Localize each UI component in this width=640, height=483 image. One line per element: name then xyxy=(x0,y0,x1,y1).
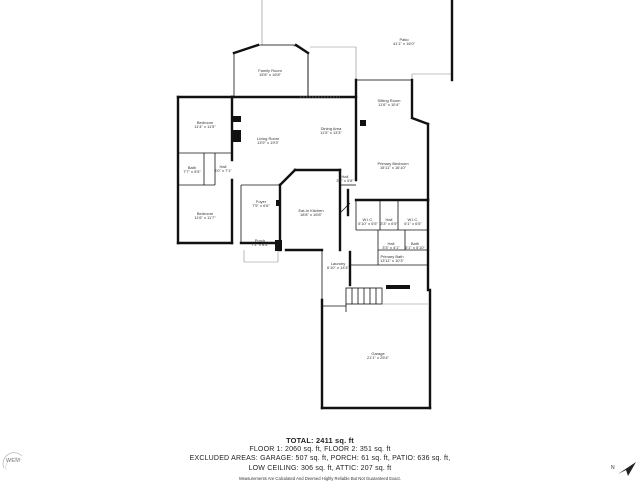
room-dims-bath-2: 5'1" x 5'10" xyxy=(405,245,425,250)
room-dims-eat-in-kitchen: 18'8" x 16'8" xyxy=(300,212,323,217)
room-name-bedroom-1: Bedroom xyxy=(197,120,214,125)
room-dims-laundry: 6'10" x 14'4" xyxy=(327,265,350,270)
room-dims-hall-4: 3'3" x 4'1" xyxy=(382,245,400,250)
room-name-eat-in-kitchen: Eat-In Kitchen xyxy=(298,208,323,213)
room-dims-hall-1: 3'0" x 7'1" xyxy=(214,168,232,173)
floor-areas: FLOOR 1: 2060 sq. ft, FLOOR 2: 351 sq. f… xyxy=(249,446,391,454)
room-dims-foyer: 7'5" x 6'6" xyxy=(252,203,270,208)
room-name-hall-2: Hall xyxy=(342,174,349,179)
room-dims-dining-area: 11'5" x 13'3" xyxy=(320,130,342,135)
room-dims-living-room: 13'9" x 19'3" xyxy=(257,140,280,145)
total-area: TOTAL: 2411 sq. ft xyxy=(286,436,354,445)
room-dims-wic-2: 6'1" x 6'5" xyxy=(404,221,422,226)
room-name-wic-2: W.I.C. xyxy=(408,217,419,222)
room-name-hall-4: Hall xyxy=(388,241,395,246)
room-name-family-room: Family Room xyxy=(258,68,282,73)
room-name-primary-bath: Primary Bath xyxy=(380,254,403,259)
primary-suite-walls xyxy=(348,78,430,292)
room-dims-sitting-room: 11'6" x 10'4" xyxy=(378,102,400,107)
room-name-sitting-room: Sitting Room xyxy=(378,98,402,103)
room-name-porch: Porch xyxy=(255,238,265,243)
excluded-areas: EXCLUDED AREAS: GARAGE: 507 sq. ft, PORC… xyxy=(189,455,451,463)
room-dims-hall-3: 3'3" x 6'5" xyxy=(380,221,398,226)
foyer-porch-walls xyxy=(239,185,282,263)
patio-outline xyxy=(261,0,454,82)
room-dims-garage: 21'1" x 25'4" xyxy=(367,355,390,360)
room-name-garage: Garage xyxy=(371,351,385,356)
room-name-hall-1: Hall xyxy=(220,164,227,169)
area-summary: TOTAL: 2411 sq. ft FLOOR 1: 2060 sq. ft,… xyxy=(0,436,640,473)
room-name-foyer: Foyer xyxy=(256,199,267,204)
room-dims-primary-bath: 13'11" x 10'3" xyxy=(380,258,404,263)
room-name-bath-1: Bath xyxy=(188,165,196,170)
disclaimer: Measurements Are Calculated And Deemed H… xyxy=(239,476,401,481)
excluded-areas-cont: LOW CEILING: 306 sq. ft, ATTIC: 207 sq. … xyxy=(248,464,392,472)
room-dims-wic-1: 5'10" x 6'5" xyxy=(358,221,378,226)
room-name-hall-3: Hall xyxy=(386,217,393,222)
room-name-bath-2: Bath xyxy=(411,241,419,246)
room-dims-primary-bedroom: 15'11" x 16'10" xyxy=(380,165,407,170)
room-name-wic-1: W.I.C. xyxy=(363,217,374,222)
room-dims-hall-2: 3'6" x 5'8" xyxy=(336,178,354,183)
room-dims-family-room: 15'8" x 16'8" xyxy=(259,72,282,77)
living-dining-walls xyxy=(230,78,366,187)
room-labels: Patio 41'1" x 16'0" Family Room 15'8" x … xyxy=(183,37,425,360)
room-name-living-room: Living Room xyxy=(257,136,280,141)
stairs xyxy=(345,287,383,305)
kitchen-walls xyxy=(278,168,356,300)
garage-walls xyxy=(320,288,432,410)
room-name-patio: Patio xyxy=(399,37,409,42)
logo-text: WEM xyxy=(5,458,21,464)
room-name-laundry: Laundry xyxy=(331,261,345,266)
left-wing-walls xyxy=(176,95,241,245)
room-name-primary-bedroom: Primary Bedroom xyxy=(377,161,409,166)
wem-logo-icon xyxy=(2,452,23,471)
room-dims-bath-1: 7'7" x 5'5" xyxy=(183,169,201,174)
room-dims-patio: 41'1" x 16'0" xyxy=(393,41,416,46)
room-name-dining-area: Dining Area xyxy=(321,126,342,131)
north-arrow-icon xyxy=(618,462,636,476)
north-label: N xyxy=(611,465,615,471)
room-name-bedroom-2: Bedroom xyxy=(197,211,214,216)
floor-plan: Patio 41'1" x 16'0" Family Room 15'8" x … xyxy=(176,0,454,410)
family-room-walls xyxy=(232,43,310,97)
room-dims-bedroom-2: 11'6" x 11'7" xyxy=(194,215,216,220)
room-dims-bedroom-1: 11'4" x 11'5" xyxy=(194,124,216,129)
room-dims-porch: 7'1" x 8'5" xyxy=(251,242,269,247)
